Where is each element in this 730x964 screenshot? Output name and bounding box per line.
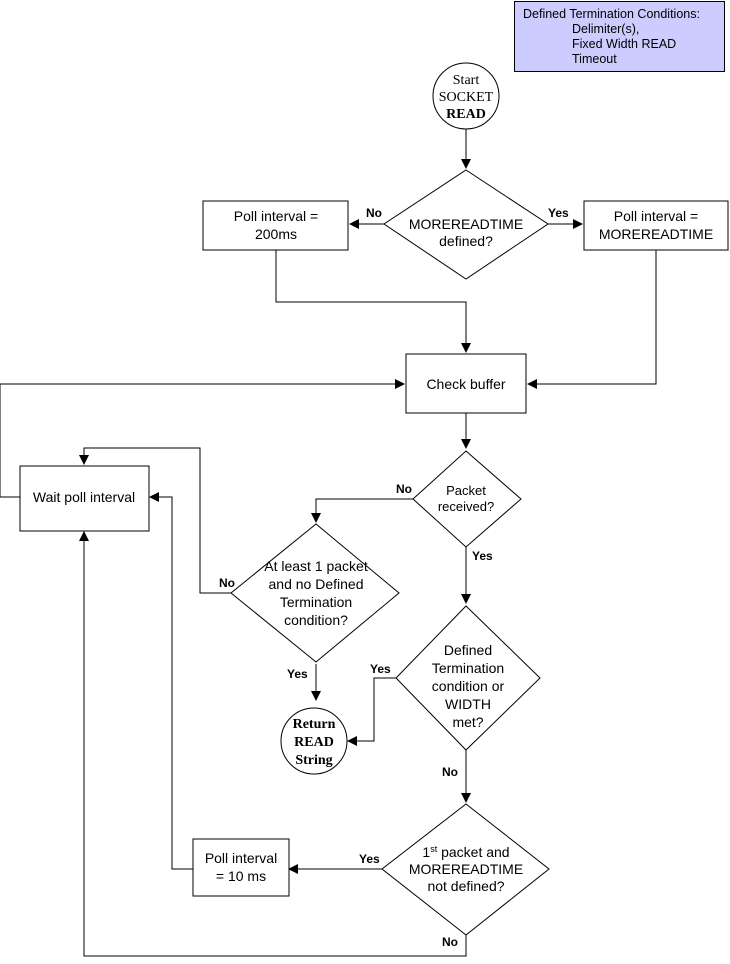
label-yes-atleast: Yes	[287, 667, 308, 681]
defined-line3: condition or	[432, 678, 505, 694]
edge-packet-no	[311, 498, 413, 523]
termination-conditions-note: Defined Termination Conditions: Delimite…	[514, 1, 725, 72]
first-line3: not defined?	[427, 878, 504, 894]
first-line1: 1st packet and	[422, 844, 509, 860]
return-read-string-node: Return READ String	[280, 707, 348, 775]
note-item-delimiter: Delimiter(s),	[572, 22, 640, 36]
defined-line1: Defined	[444, 642, 492, 658]
label-no-atleast: No	[219, 576, 235, 590]
return-line3: String	[295, 753, 332, 768]
label-no-packet: No	[396, 482, 412, 496]
start-line1: Start	[453, 73, 480, 88]
poll-200-line1: Poll interval =	[234, 208, 318, 224]
decision-moreread-line2: defined?	[439, 233, 493, 249]
label-yes-moreread: Yes	[548, 206, 569, 220]
start-line3: READ	[446, 107, 486, 122]
wait-poll-interval-box: Wait poll interval	[19, 465, 150, 532]
edge-poll10-to-wait	[149, 492, 193, 870]
poll-interval-moreread-box: Poll interval = MOREREADTIME	[583, 200, 729, 251]
packet-line2: received?	[438, 499, 494, 514]
label-no-defined: No	[442, 765, 458, 779]
edge-defined-yes	[347, 677, 396, 746]
label-no-moreread: No	[366, 206, 382, 220]
poll-10-line2: = 10 ms	[216, 868, 266, 884]
return-line1: Return	[293, 717, 336, 732]
start-line2: SOCKET	[439, 90, 494, 105]
start-node: Start SOCKET READ	[432, 62, 500, 130]
return-line2: READ	[294, 735, 334, 750]
atleast-line2: and no Defined	[269, 576, 364, 592]
note-title: Defined Termination Conditions:	[523, 7, 700, 21]
edge-atleast-no	[79, 447, 231, 594]
connectors	[0, 128, 657, 957]
poll-interval-10ms-box: Poll interval = 10 ms	[192, 838, 290, 897]
decision-at-least-one-packet: At least 1 packet and no Defined Termina…	[230, 523, 400, 663]
decision-moreread-line1: MOREREADTIME	[409, 216, 523, 232]
atleast-line1: At least 1 packet	[264, 558, 368, 574]
defined-line4: WIDTH	[445, 696, 491, 712]
packet-line1: Packet	[446, 483, 486, 498]
label-yes-first: Yes	[359, 852, 380, 866]
first-line1-main: 1	[422, 844, 430, 860]
note-item-fixed-width: Fixed Width READ	[572, 37, 677, 51]
check-buffer-label: Check buffer	[426, 376, 505, 392]
first-line1-rest: packet and	[437, 844, 509, 860]
defined-line5: met?	[452, 714, 483, 730]
poll-10-line1: Poll interval	[205, 850, 277, 866]
edge-poll200-to-check	[275, 250, 471, 353]
label-yes-defined: Yes	[370, 662, 391, 676]
decision-moreread-defined: MOREREADTIME defined?	[383, 169, 549, 280]
poll-moreread-line1: Poll interval =	[614, 208, 698, 224]
wait-poll-label: Wait poll interval	[33, 489, 135, 505]
atleast-line3: Termination	[280, 594, 352, 610]
decision-packet-received: Packet received?	[412, 450, 522, 548]
edge-first-no	[79, 531, 467, 957]
poll-interval-200ms-box: Poll interval = 200ms	[202, 200, 349, 251]
defined-line2: Termination	[432, 660, 504, 676]
first-line2: MOREREADTIME	[409, 861, 523, 877]
label-yes-packet: Yes	[472, 549, 493, 563]
edge-wait-to-check	[0, 379, 405, 498]
edge-pollmore-to-check	[527, 250, 657, 389]
decision-defined-termination: Defined Termination condition or WIDTH m…	[395, 605, 541, 751]
note-item-timeout: Timeout	[572, 52, 617, 66]
label-no-first: No	[442, 935, 458, 949]
poll-200-line2: 200ms	[255, 226, 297, 242]
first-line1-sup: st	[430, 844, 438, 854]
branch-labels: No Yes No Yes No Yes Yes No Yes No	[219, 206, 569, 949]
check-buffer-box: Check buffer	[405, 353, 527, 414]
poll-moreread-line2: MOREREADTIME	[599, 226, 713, 242]
decision-first-packet: 1st packet and MOREREADTIME not defined?	[381, 803, 550, 936]
atleast-line4: condition?	[284, 612, 348, 628]
